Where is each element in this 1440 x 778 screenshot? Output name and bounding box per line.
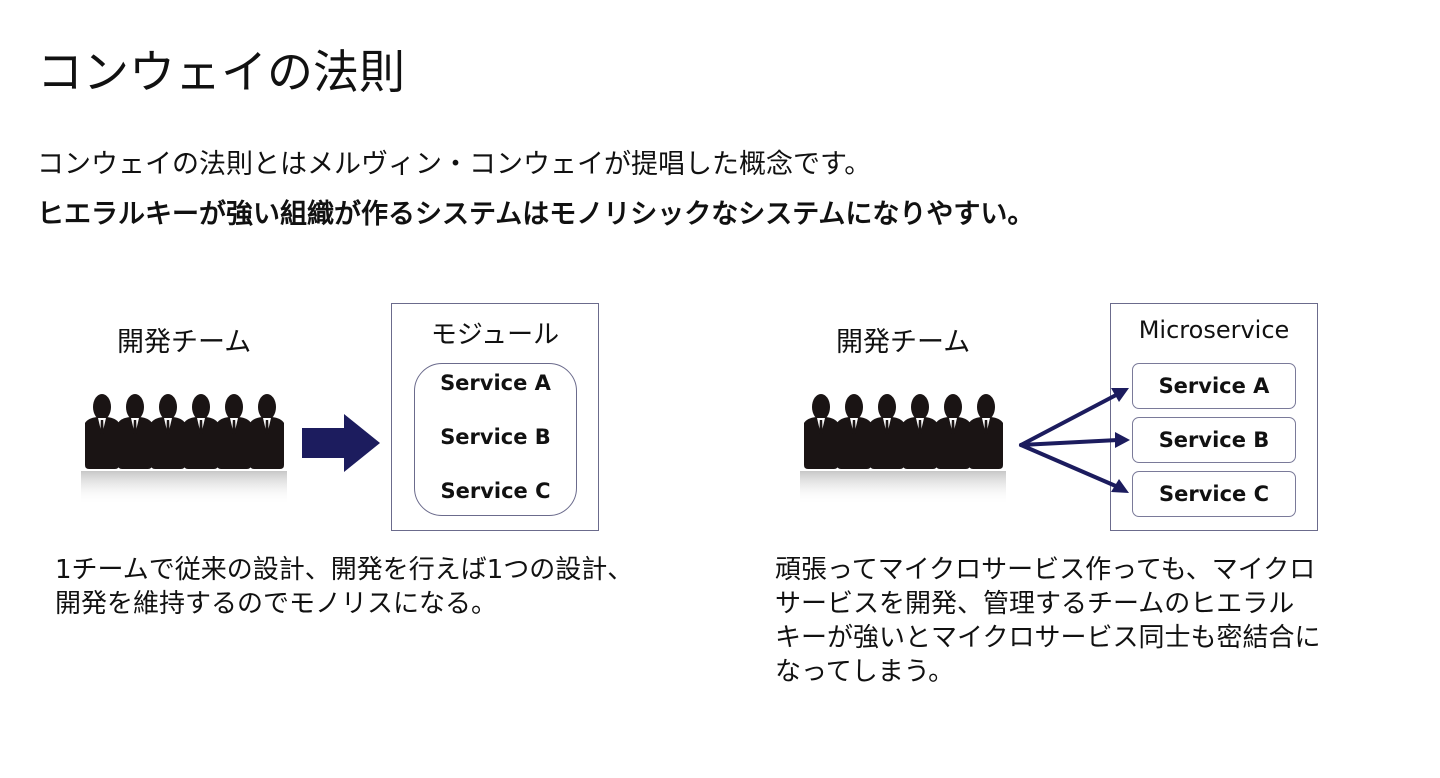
service-label: Service A <box>440 371 551 395</box>
caption-line: 開発を維持するのでモノリスになる。 <box>55 589 498 619</box>
microservice-box-title: Microservice <box>1138 316 1290 344</box>
arrow-to-service-c <box>1019 443 1120 489</box>
three-branching-arrows-icon <box>1019 388 1130 493</box>
block-arrow-right-icon <box>302 414 380 472</box>
service-label: Service B <box>1158 428 1270 452</box>
microservice-box: Microservice Service A Service B Service… <box>1110 303 1318 531</box>
right-team-label: 開発チーム <box>836 327 971 358</box>
left-team-label: 開発チーム <box>117 327 252 358</box>
caption-line: 1チームで従来の設計、開発を行えば1つの設計、 <box>55 555 634 585</box>
module-box: モジュール Service A Service B Service C <box>391 303 599 531</box>
service-label: Service C <box>440 479 551 503</box>
service-box: Service B <box>1132 417 1296 463</box>
intro-text: コンウェイの法則とはメルヴィン・コンウェイが提唱した概念です。 <box>37 149 872 180</box>
caption-line: 頑張ってマイクロサービス作っても、マイクロ <box>775 555 1316 585</box>
service-label: Service C <box>1158 482 1270 506</box>
team-of-six-people-icon <box>81 394 287 505</box>
service-label: Service B <box>440 425 551 449</box>
service-label: Service A <box>1158 374 1270 398</box>
left-caption: 1チームで従来の設計、開発を行えば1つの設計、 開発を維持するのでモノリスになる… <box>55 553 633 621</box>
caption-line: サービスを開発、管理するチームのヒエラル <box>775 589 1295 619</box>
arrow-to-service-b <box>1019 438 1120 447</box>
service-box: Service A <box>1132 363 1296 409</box>
team-of-six-people-icon <box>800 394 1006 505</box>
right-caption: 頑張ってマイクロサービス作っても、マイクロ サービスを開発、管理するチームのヒエ… <box>775 553 1320 689</box>
caption-line: キーが強いとマイクロサービス同士も密結合に <box>775 623 1321 653</box>
service-box: Service C <box>1132 471 1296 517</box>
caption-line: なってしまう。 <box>775 657 955 687</box>
arrow-to-service-a <box>1019 392 1120 447</box>
slide-title: コンウェイの法則 <box>37 45 405 99</box>
module-services-group: Service A Service B Service C <box>414 363 577 516</box>
thesis-text: ヒエラルキーが強い組織が作るシステムはモノリシックなシステムになりやすい。 <box>37 199 1035 230</box>
module-box-title: モジュール <box>430 320 560 350</box>
